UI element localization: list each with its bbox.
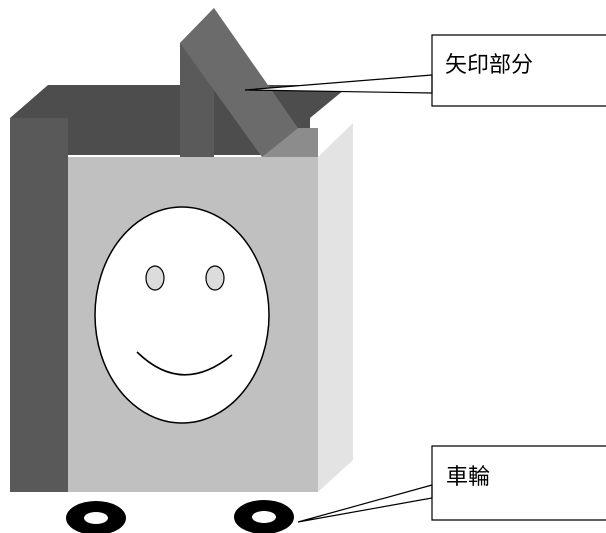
callout-wheels: 車輪	[297, 445, 606, 523]
callout-arrow-part: 矢印部分	[244, 34, 606, 107]
callout-arrow-part-pointer	[244, 74, 433, 94]
callout-wheels-box	[431, 445, 606, 521]
arrow-part-front	[180, 8, 298, 157]
callout-arrow-part-label: 矢印部分	[445, 53, 533, 78]
arrow-part-tip	[262, 128, 318, 157]
right-eye	[205, 265, 225, 291]
smiley-face	[94, 206, 270, 424]
box-right-face	[318, 123, 353, 492]
mouth-smile	[136, 351, 233, 376]
callout-arrow-part-box	[431, 34, 606, 107]
face-outline	[94, 206, 270, 424]
box-left-face	[10, 118, 68, 492]
left-wheel-hub	[84, 512, 108, 524]
right-wheel-hub	[252, 511, 276, 523]
arrow-part	[180, 8, 318, 157]
wheels	[66, 500, 294, 533]
left-eye	[145, 265, 165, 291]
callout-wheels-label: 車輪	[446, 465, 490, 490]
